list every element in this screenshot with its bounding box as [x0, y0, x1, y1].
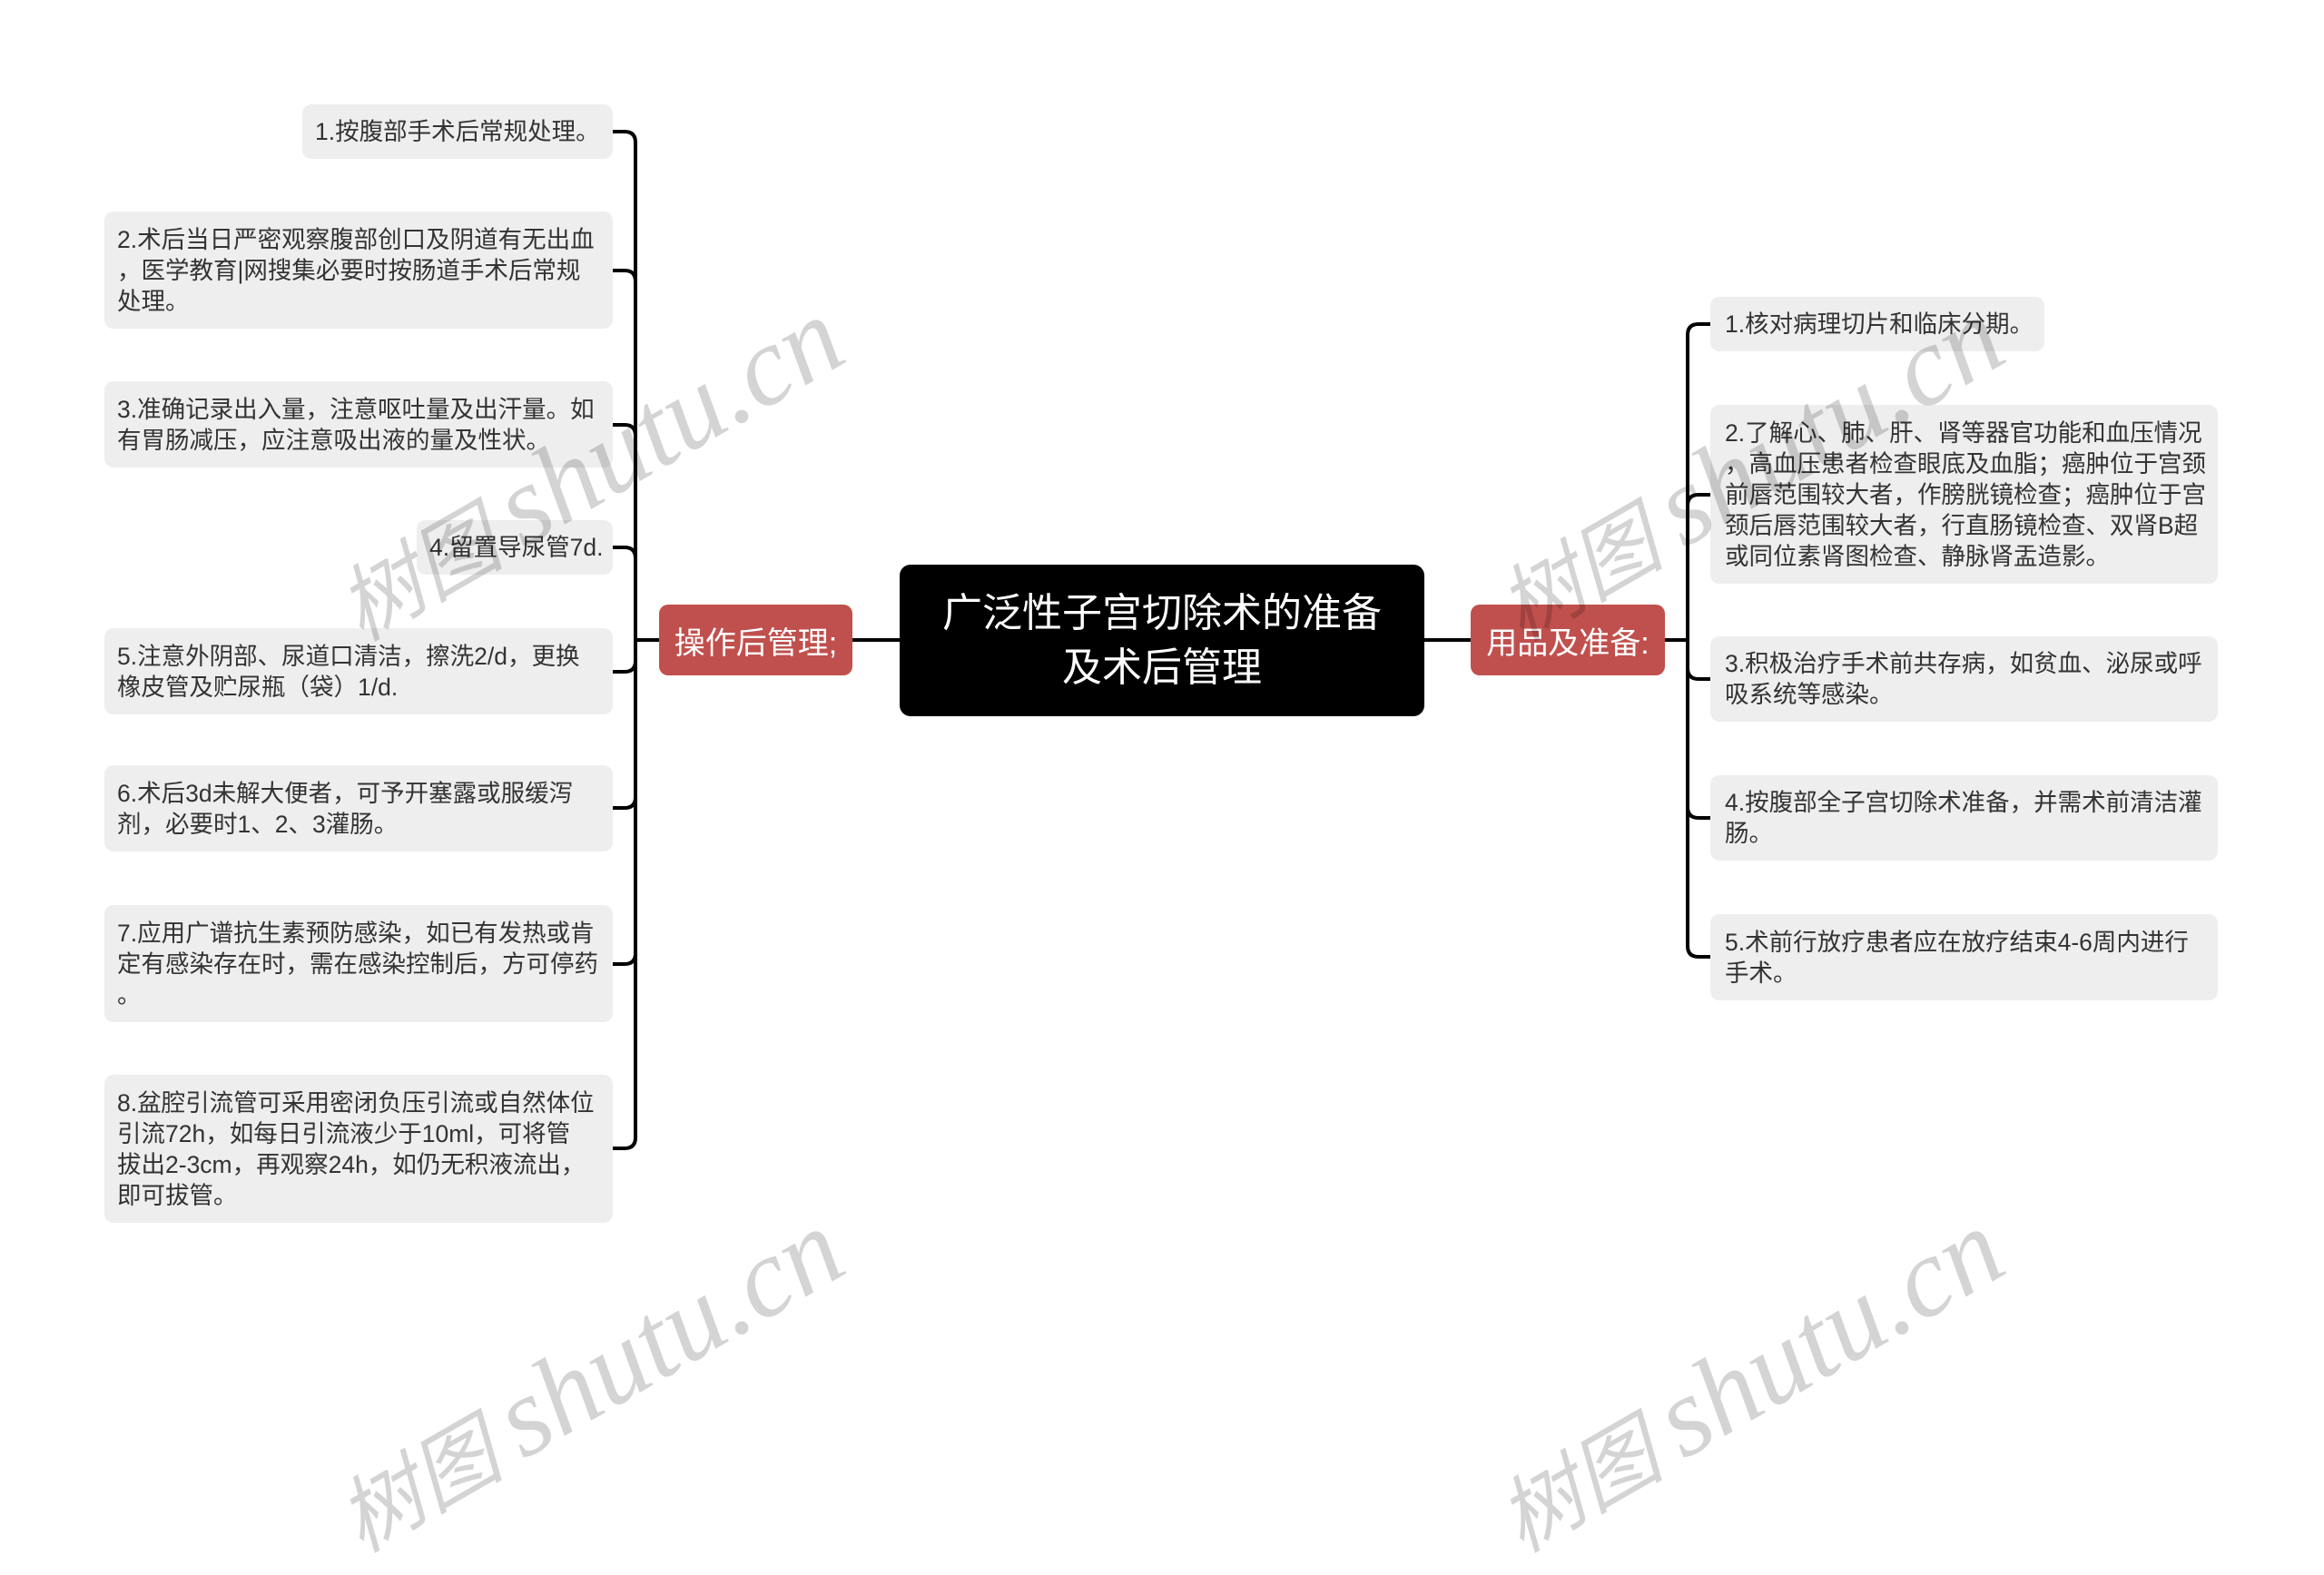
item-text-line: 2.了解心、肺、肝、肾等器官功能和血压情况 [1725, 418, 2202, 447]
item-text-line: 前唇范围较大者，作膀胱镜检查；癌肿位于宫 [1725, 480, 2206, 508]
right-item-3[interactable]: 3.积极治疗手术前共存病，如贫血、泌尿或呼 吸系统等感染。 [1710, 636, 2218, 722]
item-text-line: 5.术前行放疗患者应在放疗结束4-6周内进行 [1725, 928, 2189, 956]
left-item-8[interactable]: 8.盆腔引流管可采用密闭负压引流或自然体位 引流72h，如每日引流液少于10ml… [104, 1075, 613, 1223]
connector-left-item-1 [611, 130, 637, 642]
watermark-cjk: 树图 [1483, 1405, 1676, 1570]
branch-node-post-op-management[interactable]: 操作后管理; [659, 605, 852, 675]
left-item-1[interactable]: 1.按腹部手术后常规处理。 [302, 104, 613, 159]
connector-right-item-1 [1686, 322, 1712, 642]
connector-lines [611, 130, 1712, 1150]
item-text-line: 肠。 [1725, 820, 1773, 847]
item-text-line: 1.按腹部手术后常规处理。 [315, 118, 600, 145]
left-item-7[interactable]: 7.应用广谱抗生素预防感染，如已有发热或肯 定有感染存在时，需在感染控制后，方可… [104, 905, 613, 1022]
left-item-2[interactable]: 2.术后当日严密观察腹部创口及阴道有无出血 ，医学教育|网搜集必要时按肠道手术后… [104, 212, 613, 329]
connector-right-item-5 [1686, 638, 1712, 959]
item-text-line: 6.术后3d未解大便者，可予开塞露或服缓泻 [117, 779, 574, 807]
item-text-line: 吸系统等感染。 [1725, 681, 1894, 708]
connector-right-item-2 [1686, 493, 1712, 642]
left-item-6[interactable]: 6.术后3d未解大便者，可予开塞露或服缓泻 剂，必要时1、2、3灌肠。 [104, 765, 613, 851]
right-item-4[interactable]: 4.按腹部全子宫切除术准备，并需术前清洁灌 肠。 [1710, 775, 2218, 861]
item-text-line: 1.核对病理切片和临床分期。 [1725, 310, 2034, 338]
connector-left-item-2 [611, 269, 637, 642]
connector-right-item-3 [1686, 638, 1712, 681]
watermark-cjk: 树图 [323, 1405, 516, 1570]
item-text-line: 定有感染存在时，需在感染控制后，方可停药 [117, 950, 598, 978]
right-item-2[interactable]: 2.了解心、肺、肝、肾等器官功能和血压情况 ，高血压患者检查眼底及血脂；癌肿位于… [1710, 405, 2218, 584]
item-text-line: 拔出2-3cm，再观察24h，如仍无积液流出， [117, 1150, 586, 1178]
item-text-line: 8.盆腔引流管可采用密闭负压引流或自然体位 [117, 1088, 595, 1117]
item-text-line: 7.应用广谱抗生素预防感染，如已有发热或肯 [117, 919, 595, 947]
item-text-line: 手术。 [1725, 959, 1797, 987]
left-item-4[interactable]: 4.留置导尿管7d. [417, 520, 613, 575]
item-text-line: 有胃肠减压，应注意吸出液的量及性状。 [117, 426, 550, 454]
branch-label: 操作后管理; [674, 625, 838, 661]
connector-left-item-7 [611, 638, 637, 966]
item-text-line: 3.积极治疗手术前共存病，如贫血、泌尿或呼 [1725, 650, 2202, 677]
connector-left-item-5 [611, 638, 637, 674]
item-text-line: 。 [117, 980, 142, 1009]
connector-left-item-6 [611, 638, 637, 810]
mindmap-canvas: 广泛性子宫切除术的准备 及术后管理 操作后管理; 用品及准备: 1.按腹部手术后… [104, 104, 2218, 1570]
item-text-line: 剂，必要时1、2、3灌肠。 [117, 810, 399, 838]
item-text-line: 3.准确记录出入量，注意呕吐量及出汗量。如 [117, 395, 595, 423]
branch-label: 用品及准备: [1486, 625, 1649, 661]
left-item-3[interactable]: 3.准确记录出入量，注意呕吐量及出汗量。如 有胃肠减压，应注意吸出液的量及性状。 [104, 381, 613, 468]
item-text-line: 颈后唇范围较大者，行直肠镜检查、双肾B超 [1725, 511, 2199, 539]
branch-node-supplies-preparation[interactable]: 用品及准备: [1471, 605, 1665, 675]
item-text-line: 或同位素肾图检查、静脉肾盂造影。 [1725, 542, 2110, 570]
item-text-line: 处理。 [117, 287, 190, 315]
item-text-line: 2.术后当日严密观察腹部创口及阴道有无出血 [117, 225, 595, 253]
left-item-5[interactable]: 5.注意外阴部、尿道口清洁，擦洗2/d，更换 橡皮管及贮尿瓶（袋）1/d. [104, 628, 613, 714]
root-topic-node[interactable]: 广泛性子宫切除术的准备 及术后管理 [900, 565, 1424, 716]
connector-right-item-4 [1686, 638, 1712, 820]
item-text-line: 引流72h，如每日引流液少于10ml，可将管 [117, 1119, 571, 1147]
item-text-line: 5.注意外阴部、尿道口清洁，擦洗2/d，更换 [117, 642, 580, 670]
item-text-line: 4.按腹部全子宫切除术准备，并需术前清洁灌 [1725, 789, 2202, 816]
item-text-line: ，高血压患者检查眼底及血脂；癌肿位于宫颈 [1725, 449, 2206, 477]
root-topic-line-1: 广泛性子宫切除术的准备 [942, 590, 1382, 635]
item-text-line: ，医学教育|网搜集必要时按肠道手术后常规 [117, 256, 581, 284]
right-item-1[interactable]: 1.核对病理切片和临床分期。 [1710, 297, 2044, 351]
right-item-5[interactable]: 5.术前行放疗患者应在放疗结束4-6周内进行 手术。 [1710, 914, 2218, 1000]
connector-left-item-4 [611, 546, 637, 642]
connector-left-item-8 [611, 638, 637, 1150]
item-text-line: 橡皮管及贮尿瓶（袋）1/d. [117, 673, 399, 701]
root-topic-line-2: 及术后管理 [1062, 645, 1262, 690]
item-text-line: 4.留置导尿管7d. [429, 534, 604, 561]
connector-left-item-3 [611, 423, 637, 642]
item-text-line: 即可拔管。 [117, 1181, 238, 1209]
